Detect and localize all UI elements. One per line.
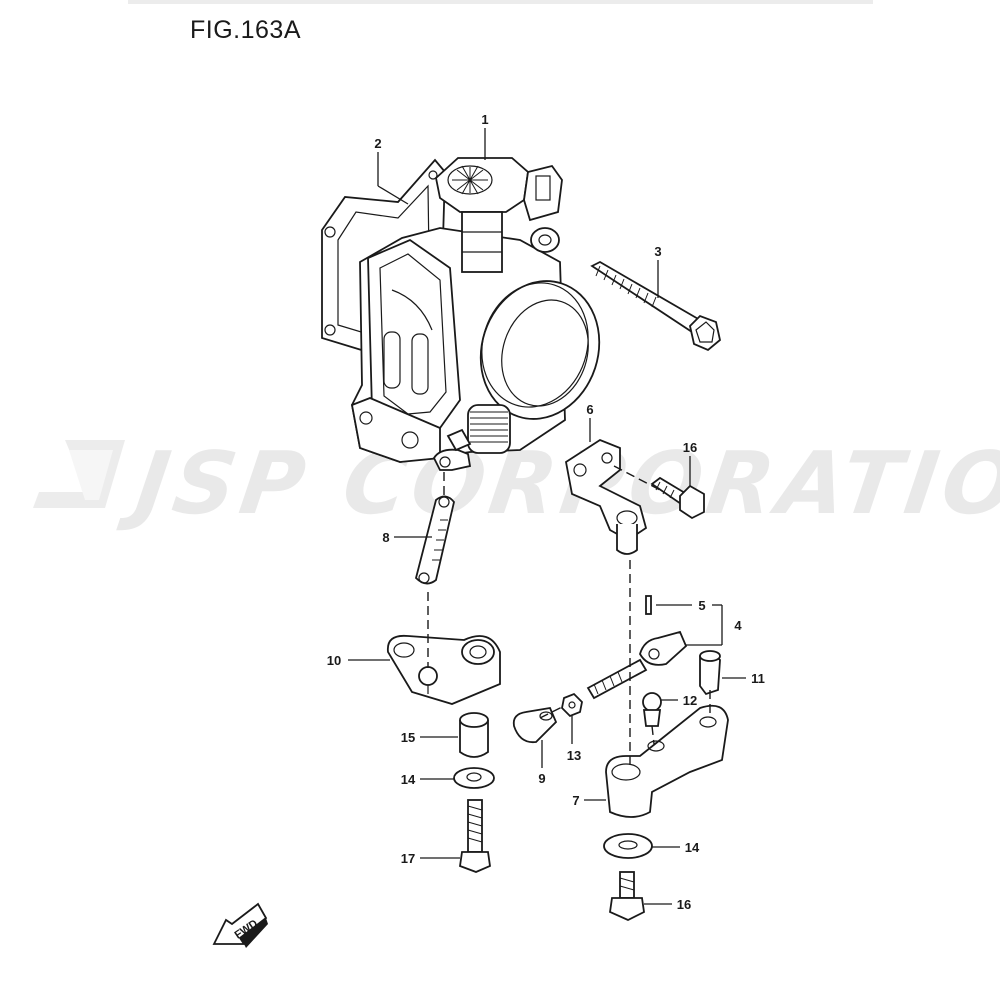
callout-12: 12 <box>683 693 697 708</box>
lever-arm-part[interactable] <box>386 634 501 705</box>
callout-4: 4 <box>734 618 742 633</box>
callout-5: 5 <box>698 598 705 613</box>
callout-16-upper: 16 <box>683 440 697 455</box>
assembly-lines <box>427 465 711 770</box>
watermark-logo-icon <box>33 440 125 508</box>
callout-16-lower: 16 <box>677 897 691 912</box>
nut-part[interactable] <box>561 692 583 718</box>
callout-14-left: 14 <box>401 772 416 787</box>
bracket-part[interactable] <box>565 438 648 555</box>
washer-left-part[interactable] <box>453 767 495 789</box>
flange-bolt-lower-part[interactable] <box>609 871 645 921</box>
callout-labels: 1 2 3 4 5 6 7 8 9 10 11 12 13 14 14 15 1… <box>327 112 765 912</box>
washer-right-part[interactable] <box>603 833 653 859</box>
rod-end-part[interactable] <box>586 630 688 700</box>
ball-socket-part[interactable] <box>512 706 558 744</box>
callout-11: 11 <box>751 671 765 686</box>
top-rule <box>128 0 873 4</box>
throttle-body-part[interactable] <box>350 157 617 471</box>
callout-13: 13 <box>567 748 581 763</box>
callout-14-right: 14 <box>685 840 700 855</box>
callout-9: 9 <box>538 771 545 786</box>
callout-17: 17 <box>401 851 415 866</box>
watermark: JSP CORPORATION <box>25 434 1000 536</box>
callout-6: 6 <box>586 402 593 417</box>
bolt-17-part[interactable] <box>459 799 491 873</box>
callout-15: 15 <box>401 730 415 745</box>
figure-title: FIG.163A <box>190 16 301 44</box>
callout-2: 2 <box>374 136 381 151</box>
bolt-long-part[interactable] <box>590 260 721 352</box>
clip-pin-part[interactable] <box>645 595 652 615</box>
leader-lines <box>348 128 746 905</box>
lever-7-part[interactable] <box>605 704 729 818</box>
fwd-arrow-icon: FWD <box>212 902 268 948</box>
callout-10: 10 <box>327 653 341 668</box>
flange-bolt-upper-part[interactable] <box>650 476 705 520</box>
callout-3: 3 <box>654 244 661 259</box>
collar-part[interactable] <box>459 712 489 758</box>
callout-8: 8 <box>382 530 389 545</box>
pivot-pin-part[interactable] <box>699 650 721 696</box>
link-rod-part[interactable] <box>415 495 455 585</box>
callout-7: 7 <box>572 793 579 808</box>
ball-stud-part[interactable] <box>642 692 662 727</box>
callout-1: 1 <box>481 112 488 127</box>
